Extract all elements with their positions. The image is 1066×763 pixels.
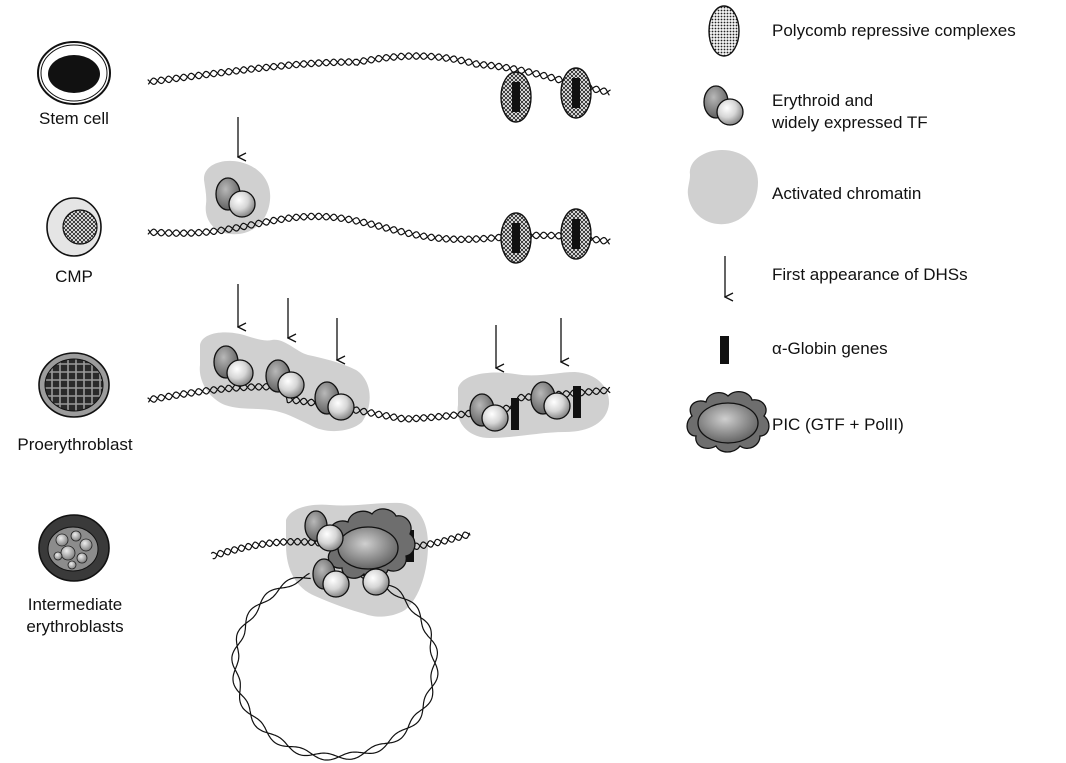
intermediate-erythroblast-cell-icon bbox=[39, 515, 109, 581]
legend-globin-icon bbox=[720, 336, 729, 364]
tf-sphere bbox=[363, 569, 389, 595]
globin-gene-bar bbox=[511, 398, 519, 430]
legend-pic-icon bbox=[687, 392, 769, 452]
stage-label-line2: erythroblasts bbox=[0, 616, 150, 638]
stage-label-proerythroblast: Proerythroblast bbox=[0, 434, 150, 456]
globin-gene-bar bbox=[512, 82, 520, 112]
stage-label-intermediate-erythroblasts: Intermediate erythroblasts bbox=[0, 594, 150, 638]
legend-tf-line2: widely expressed TF bbox=[772, 112, 928, 134]
alpha-globin-genes bbox=[406, 78, 581, 562]
cmp-cell-icon bbox=[47, 198, 101, 256]
globin-gene-bar bbox=[512, 223, 520, 253]
legend-label-dhs: First appearance of DHSs bbox=[772, 264, 968, 286]
legend-chromatin-icon bbox=[688, 150, 758, 224]
stem-cell-icon bbox=[38, 42, 110, 104]
stage-label-line1: Intermediate bbox=[0, 594, 150, 616]
tf-sphere bbox=[317, 525, 343, 551]
legend-label-globin: α-Globin genes bbox=[772, 338, 888, 360]
globin-gene-bar bbox=[573, 386, 581, 418]
tf-sphere bbox=[323, 571, 349, 597]
stage-label-cmp: CMP bbox=[14, 266, 134, 288]
dna-strand-stem-cell bbox=[148, 53, 611, 96]
legend-icons bbox=[687, 6, 769, 452]
legend-label-chromatin: Activated chromatin bbox=[772, 183, 921, 205]
legend-label-tf: Erythroid and widely expressed TF bbox=[772, 90, 928, 134]
stage-label-stem-cell: Stem cell bbox=[14, 108, 134, 130]
globin-gene-bar bbox=[572, 219, 580, 249]
legend-label-polycomb: Polycomb repressive complexes bbox=[772, 20, 1016, 42]
legend-tf-icon bbox=[704, 86, 743, 125]
proerythroblast-cell-icon bbox=[39, 353, 109, 417]
legend-polycomb-icon bbox=[709, 6, 739, 56]
pic-core bbox=[338, 527, 398, 569]
legend-label-pic: PIC (GTF + PolII) bbox=[772, 414, 904, 436]
legend-tf-line1: Erythroid and bbox=[772, 90, 928, 112]
globin-gene-bar bbox=[572, 78, 580, 108]
